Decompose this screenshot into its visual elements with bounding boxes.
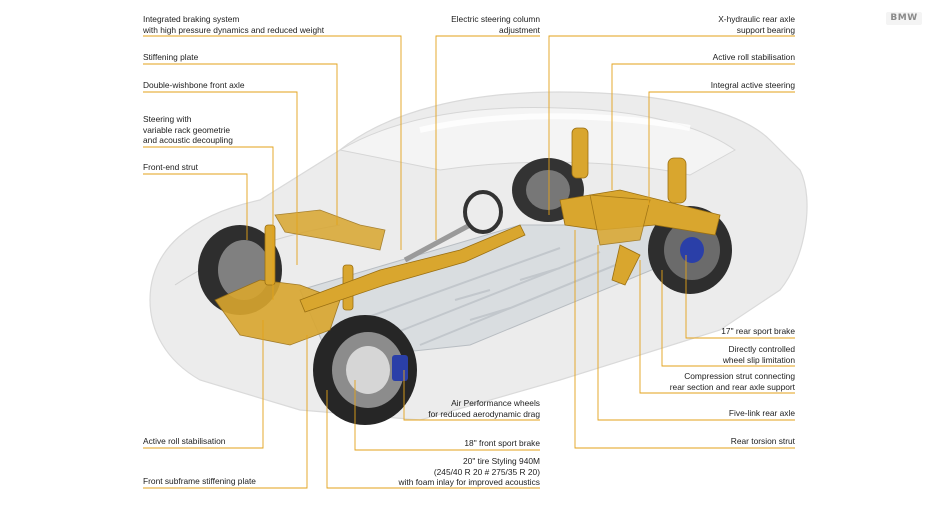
leader-integral-steering (648, 91, 795, 205)
label-air-wheels: Air Performance wheels for reduced aerod… (428, 398, 540, 419)
floor-pan-ribs (359, 247, 641, 346)
label-steering-rack: Steering with variable rack geometrie an… (143, 114, 233, 145)
label-active-roll-rear: Active roll stabilisation (712, 52, 795, 62)
leader-rear-torsion (574, 230, 795, 449)
rear-axle-assembly (559, 127, 721, 286)
label-rear-torsion: Rear torsion strut (730, 436, 795, 446)
label-steering-column: Electric steering column adjustment (451, 14, 540, 35)
bmw-logo: BMW (886, 12, 922, 25)
label-front-brake: 18" front sport brake (464, 438, 540, 448)
leader-steering-rack (143, 146, 274, 300)
leader-front-end-strut (143, 173, 248, 240)
label-x-hydraulic: X-hydraulic rear axle support bearing (718, 14, 795, 35)
car-roof-highlight (419, 113, 691, 133)
steering-column (403, 190, 503, 263)
leader-front-subframe (143, 335, 308, 489)
leader-steering-column (435, 35, 540, 240)
label-wheel-slip: Directly controlled wheel slip limitatio… (722, 344, 795, 365)
leader-lines (143, 35, 795, 489)
label-front-subframe: Front subframe stiffening plate (143, 476, 256, 486)
label-five-link: Five-link rear axle (728, 408, 795, 418)
label-rear-brake: 17" rear sport brake (721, 326, 795, 336)
label-stiffening-plate: Stiffening plate (143, 52, 199, 62)
leader-compression-strut (639, 260, 795, 394)
leader-rear-brake (685, 255, 795, 339)
leader-air-wheels (403, 370, 540, 421)
label-integrated-braking: Integrated braking system with high pres… (143, 14, 325, 35)
leader-active-roll-front (143, 320, 264, 449)
leader-double-wishbone (143, 91, 298, 265)
leader-x-hydraulic (548, 35, 795, 215)
label-double-wishbone: Double-wishbone front axle (143, 80, 245, 90)
label-tire: 20" tire Styling 940M (245/40 R 20 # 275… (398, 456, 541, 487)
front-axle-assembly (214, 209, 526, 346)
leader-tire (326, 390, 540, 489)
label-integral-steering: Integral active steering (710, 80, 795, 90)
label-active-roll-front: Active roll stabilisation (143, 436, 226, 446)
leader-wheel-slip (661, 270, 795, 367)
leader-five-link (597, 245, 795, 421)
leader-active-roll-rear (611, 63, 795, 190)
label-compression-strut: Compression strut connecting rear sectio… (669, 371, 795, 392)
label-front-end-strut: Front-end strut (143, 162, 198, 172)
front-right-wheel (313, 315, 417, 425)
leader-front-brake (354, 380, 540, 451)
leader-integrated-braking (143, 35, 402, 250)
leader-stiffening-plate (143, 63, 338, 225)
